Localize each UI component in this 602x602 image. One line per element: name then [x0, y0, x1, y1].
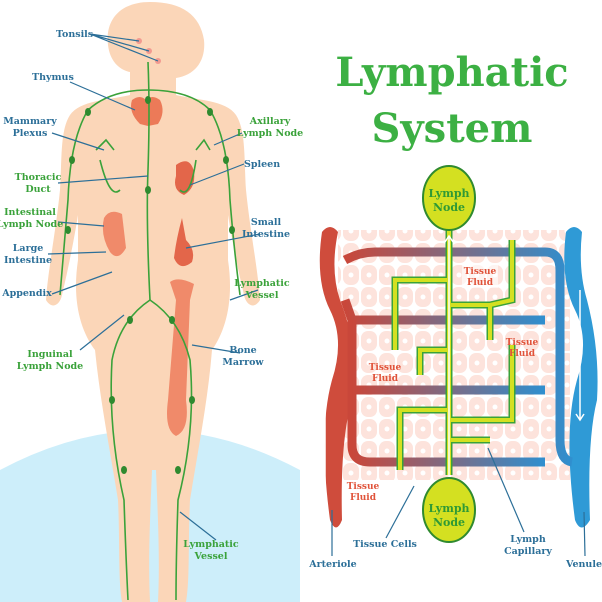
label-tissue-fluid-4a: Tissue: [347, 482, 380, 492]
label-thymus: Thymus: [32, 72, 74, 83]
venule: [564, 227, 598, 528]
arteriole: [319, 227, 355, 528]
label-axillary-lymph-node-1: Axillary: [249, 116, 291, 127]
title-line-1: Lymphatic: [335, 49, 568, 96]
capillary-bed: Lymph Node Lymph Node Tissue Fluid Tissu…: [308, 165, 602, 570]
label-tissue-fluid-4b: Fluid: [350, 493, 377, 503]
label-lymphatic-vessel-upper-2: Vessel: [245, 290, 279, 301]
label-arteriole: Arteriole: [308, 559, 356, 570]
capillary-leader-lines: [331, 447, 586, 557]
label-lymphatic-vessel-lower-1: Lymphatic: [183, 539, 239, 550]
label-small-intestine-1: Small: [251, 217, 282, 228]
label-intestinal-lymph-node-1: Intestinal: [4, 207, 56, 218]
bone-marrow: [167, 279, 194, 436]
thymus: [131, 97, 163, 126]
label-inguinal-lymph-node-1: Inguinal: [27, 349, 73, 360]
label-thoracic-duct-2: Duct: [25, 184, 51, 195]
leader-lines: [47, 33, 261, 541]
label-tonsils: Tonsils: [56, 29, 93, 40]
label-tissue-fluid-2a: Tissue: [369, 363, 402, 373]
label-lymph-node-top-1: Lymph: [428, 187, 469, 200]
label-bone-marrow-1: Bone: [229, 345, 256, 356]
label-spleen: Spleen: [244, 159, 280, 170]
small-intestine: [174, 218, 194, 267]
label-venule: Venule: [565, 559, 602, 570]
label-axillary-lymph-node-2: Lymph Node: [237, 128, 303, 139]
label-tissue-cells: Tissue Cells: [353, 539, 417, 550]
title-line-2: System: [372, 105, 533, 152]
large-intestine: [102, 211, 126, 257]
label-lymph-capillary-1: Lymph: [510, 534, 546, 545]
label-tissue-fluid-3a: Tissue: [506, 338, 539, 348]
label-small-intestine-2: Intestine: [242, 229, 290, 240]
label-tissue-fluid-1a: Tissue: [464, 267, 497, 277]
label-inguinal-lymph-node-2: Lymph Node: [17, 361, 83, 372]
lymph-node-top: Lymph Node: [422, 165, 476, 231]
blood-capillaries: [340, 247, 574, 467]
body-labels: Tonsils Thymus Mammary Plexus Thoracic D…: [0, 29, 303, 562]
label-large-intestine-2: Intestine: [4, 255, 52, 266]
label-lymph-node-bottom-1: Lymph: [428, 502, 469, 515]
label-lymph-node-bottom-2: Node: [433, 516, 465, 529]
label-lymphatic-vessel-lower-2: Vessel: [194, 551, 228, 562]
label-thoracic-duct-1: Thoracic: [15, 172, 62, 183]
label-appendix: Appendix: [1, 288, 52, 299]
label-intestinal-lymph-node-2: Lymph Node: [0, 219, 63, 230]
lymph-nodes: [65, 96, 235, 474]
label-lymph-node-top-2: Node: [433, 201, 465, 214]
tissue-fluid-labels: Tissue Fluid Tissue Fluid Tissue Fluid T…: [347, 264, 539, 503]
label-lymph-capillary-2: Capillary: [504, 546, 552, 557]
label-mammary-plexus-1: Mammary: [3, 116, 57, 127]
label-tissue-fluid-2b: Fluid: [372, 374, 399, 384]
label-tissue-fluid-1b: Fluid: [467, 278, 494, 288]
label-lymphatic-vessel-upper-1: Lymphatic: [234, 278, 290, 289]
label-mammary-plexus-2: Plexus: [13, 128, 48, 139]
label-bone-marrow-2: Marrow: [222, 357, 264, 368]
flow-arrows: [320, 234, 585, 497]
lymph-node-bottom: Lymph Node: [422, 477, 476, 543]
label-large-intestine-1: Large: [13, 243, 44, 254]
label-tissue-fluid-3b: Fluid: [509, 349, 536, 359]
lymphatic-vessels: [59, 61, 241, 601]
body-illustration: [0, 2, 300, 602]
